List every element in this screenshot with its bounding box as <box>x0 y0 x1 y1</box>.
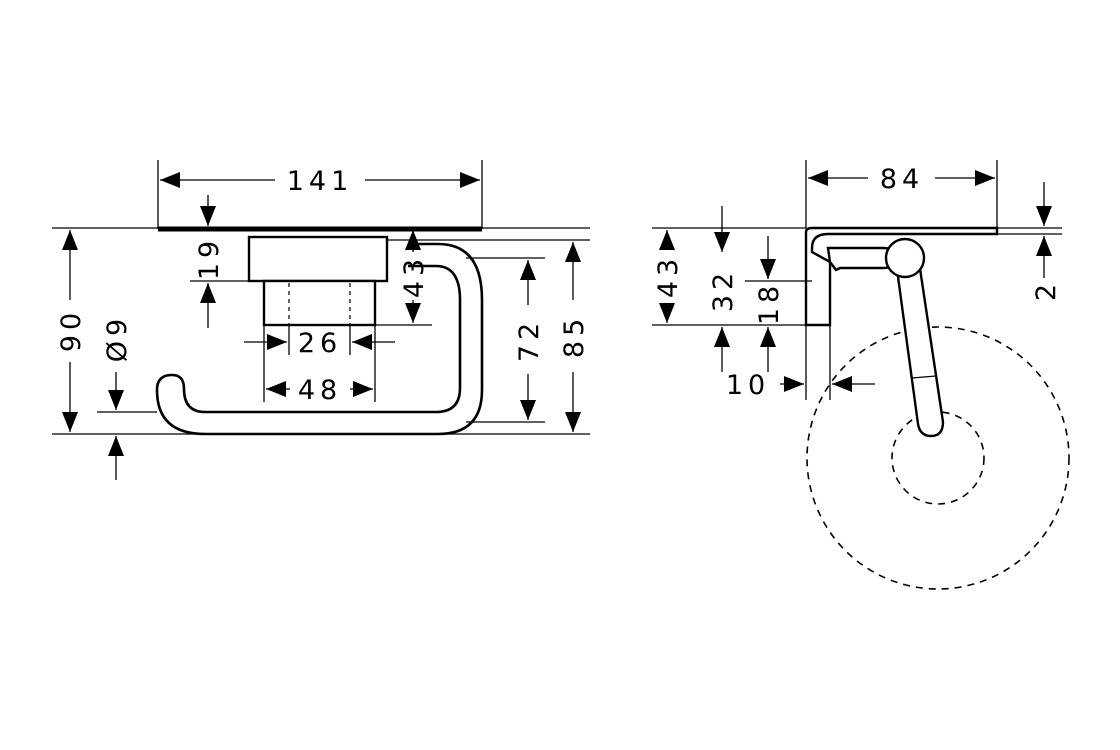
dim-141-label: 141 <box>287 166 354 197</box>
dim-84-label: 84 <box>880 164 924 195</box>
dim-85-label: 85 <box>559 314 590 358</box>
dim-18-label: 18 <box>754 281 785 325</box>
dim-26-label: 26 <box>298 328 342 359</box>
side-view: 84 43 32 18 10 2 <box>652 160 1070 590</box>
dim-19-label: 19 <box>194 236 225 280</box>
arm-joint-line <box>911 375 937 379</box>
dim-90-label: 90 <box>56 308 87 352</box>
dim-48-label: 48 <box>298 375 342 406</box>
paper-loop-bar <box>155 242 484 436</box>
mounting-block-upper <box>247 235 389 283</box>
holder-arm <box>894 260 945 438</box>
paper-roll-outline <box>806 326 1070 590</box>
dim-2-label: 2 <box>1031 279 1062 301</box>
dim-43-front-label: 43 <box>399 254 430 298</box>
dim-10-label: 10 <box>726 370 770 401</box>
paper-roll-core-outline <box>891 411 985 505</box>
shelf-bracket-profile <box>804 226 999 327</box>
mounting-block-lower <box>262 279 377 327</box>
dim-72-label: 72 <box>514 318 545 362</box>
dim-diameter-9-label: Ø9 <box>102 314 133 362</box>
pivot-knob <box>884 237 926 279</box>
front-view: 141 90 Ø9 19 43 26 48 72 85 <box>52 160 590 480</box>
dim-32-label: 32 <box>708 268 739 312</box>
dim-43-side-label: 43 <box>653 254 684 298</box>
